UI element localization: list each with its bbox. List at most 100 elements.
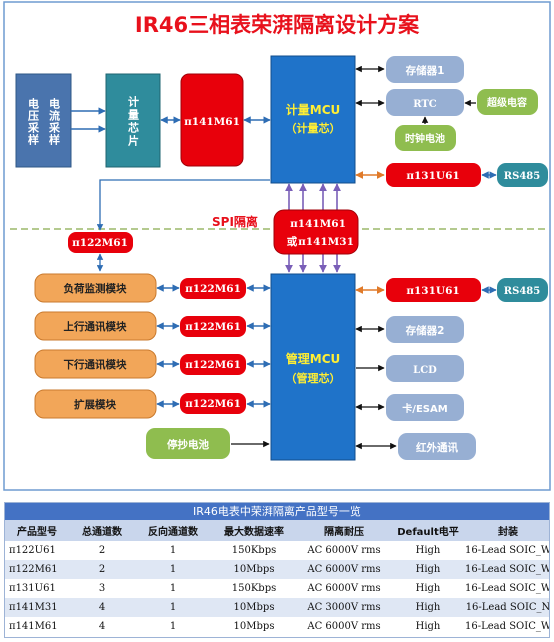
metering-mcu-label: 计量MCU [286,102,341,117]
standby-battery-label: 停抄电池 [167,438,209,451]
table-cell: π122U61 [5,541,69,560]
table-cell: High [391,541,465,560]
card-esam-block [386,394,464,421]
chip-pi131u61-top [386,163,481,187]
chip-pi122m61-left-label: π122M61 [72,237,128,249]
isolation-block-diagram: IR46三相表荣湃隔离设计方案 电压采样 电流采样 计量芯片 π141M61 计… [3,1,551,491]
connector-chip-to-left-isolator [96,179,270,231]
uplink-module [34,311,157,341]
table-cell: π141M31 [5,598,69,617]
table-header-row: 产品型号 总通道数 反向通道数 最大数据速率 隔离耐压 Default电平 封装 [5,520,549,541]
table-row: π131U61 3 1 150Kbps AC 6000V rms High 16… [5,579,549,598]
management-mcu-label: 管理MCU [286,351,341,366]
table-cell: AC 6000V rms [297,560,391,579]
table-cell: AC 3000V rms [297,598,391,617]
table-cell: 1 [135,617,211,636]
supercap-label: 超级电容 [486,96,527,109]
card-esam-label: 卡/ESAM [402,402,447,415]
ir-comm-block [398,433,476,460]
expansion-module [34,389,157,419]
rtc-block [386,89,464,116]
table-cell: High [391,598,465,617]
table-cell: π141M61 [5,617,69,636]
chip-pi122m61-4-label: π122M61 [185,398,241,410]
chip-pi122m61-3-label: π122M61 [185,359,241,371]
table-row: π141M61 4 1 10Mbps AC 6000V rms High 16-… [5,617,549,636]
table-row: π122M61 2 1 10Mbps AC 6000V rms High 16-… [5,560,549,579]
chip-pi131u61-bottom [386,278,481,302]
storage1-block [386,56,464,83]
table-cell: 3 [69,579,135,598]
lcd-label: LCD [413,365,437,376]
metering-mcu-block [270,55,356,184]
chip-pi141m61-metering [180,73,244,167]
chip-pi122m61-3 [180,354,246,375]
chip-pi122m61-2 [180,316,246,337]
table-cell: 4 [69,598,135,617]
table-cell: 150Kbps [211,541,297,560]
table-cell: 2 [69,560,135,579]
table-cell: 16-Lead SOIC_W [465,617,549,636]
chip-pi122m61-2-label: π122M61 [185,321,241,333]
downlink-label: 下行通讯模块 [64,358,127,371]
rs485-bottom-label: RS485 [504,286,540,297]
chip-pi122m61-1-label: π122M61 [185,283,241,295]
expansion-label: 扩展模块 [74,398,116,411]
col-header: 反向通道数 [135,520,211,541]
storage2-label: 存储器2 [406,324,445,337]
table-cell: 16-Lead SOIC_W [465,541,549,560]
col-header: Default电平 [391,520,465,541]
table-cell: 10Mbps [211,617,297,636]
table-cell: 2 [69,541,135,560]
table-cell: AC 6000V rms [297,541,391,560]
supercap-block [477,89,538,115]
col-header: 产品型号 [5,520,69,541]
table-row: π141M31 4 1 10Mbps AC 3000V rms High 16-… [5,598,549,617]
spi-isolation-label: SPI隔离 [212,214,258,229]
management-mcu-block [270,273,356,461]
clock-battery-block [395,125,456,151]
table-cell: 1 [135,598,211,617]
downlink-module [34,349,157,379]
table-cell: 16-Lead SOIC_W [465,579,549,598]
load-monitor-label: 负荷监测模块 [64,282,127,295]
col-header: 隔离耐压 [297,520,391,541]
chip-spi-isolator [273,209,359,255]
storage2-block [386,316,464,343]
chip-pi122m61-left [68,232,133,253]
current-sampling-label: 电流采样 [48,97,62,146]
chip-pi141m61-spi-label: π141M61 [290,218,346,230]
chip-pi122m61-1 [180,278,246,299]
col-header: 总通道数 [69,520,135,541]
table-cell: 1 [135,579,211,598]
chip-pi131u61-bottom-label: π131U61 [406,285,459,297]
table-cell: 150Kbps [211,579,297,598]
table-cell: 16-Lead SOIC_W [465,560,549,579]
table-cell: AC 6000V rms [297,579,391,598]
table-row: π122U61 2 1 150Kbps AC 6000V rms High 16… [5,541,549,560]
rs485-top-label: RS485 [504,171,540,182]
col-header: 最大数据速率 [211,520,297,541]
table-cell: 4 [69,617,135,636]
table-cell: 1 [135,541,211,560]
rs485-bottom-block [497,278,548,302]
chip-pi131u61-top-label: π131U61 [406,170,459,182]
standby-battery-block [146,428,230,459]
metering-chip-label: 计量芯片 [127,95,140,148]
table-cell: π122M61 [5,560,69,579]
rs485-top-block [497,163,548,187]
table-cell: High [391,560,465,579]
diagram-title: IR46三相表荣湃隔离设计方案 [135,13,420,37]
col-header: 封装 [465,520,549,541]
metering-chip-block [105,73,161,168]
chip-pi141m61-metering-label: π141M61 [184,116,240,128]
table-cell: π131U61 [5,579,69,598]
product-table: 产品型号 总通道数 反向通道数 最大数据速率 隔离耐压 Default电平 封装… [5,520,549,636]
table-cell: 10Mbps [211,560,297,579]
chip-pi141m31-spi-label: π141M31 [298,236,354,248]
storage1-label: 存储器1 [406,64,445,77]
uplink-label: 上行通讯模块 [64,320,127,333]
product-table-panel: IR46电表中荣湃隔离产品型号一览 产品型号 总通道数 反向通道数 最大数据速率… [4,502,550,638]
spi-or-label: 或 [287,235,298,248]
management-mcu-sublabel: （管理芯） [286,371,341,385]
